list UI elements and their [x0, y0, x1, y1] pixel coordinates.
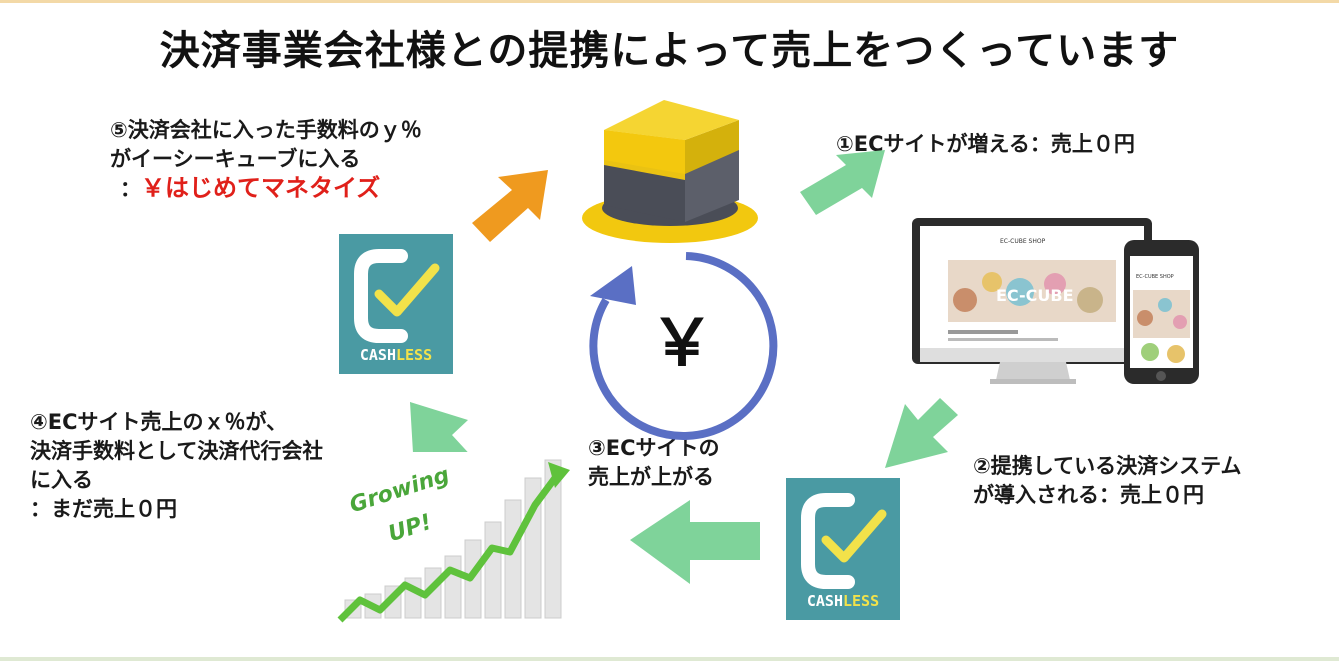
cashless-prefix: CASH [359, 346, 396, 364]
orange-arrow-icon [472, 170, 548, 242]
step5-highlight: ￥はじめてマネタイズ [141, 174, 381, 202]
cashless-logo-icon: CASHLESS [339, 234, 453, 374]
cashless-label: CASHLESS [339, 346, 453, 364]
cashless-logo-icon: CASHLESS [786, 478, 900, 620]
green-arrow-icon [630, 500, 760, 584]
step5-line2: がイーシーキューブに入る [110, 147, 361, 171]
cashless-suffix: LESS [843, 592, 880, 610]
top-border [0, 0, 1339, 3]
step4-line3: に入る [30, 468, 93, 492]
step3-text: ③ECサイトの 売上が上がる [588, 434, 720, 492]
step5-line3: ：￥はじめてマネタイズ [110, 174, 422, 204]
ec-cube-hat-icon [582, 100, 758, 243]
green-arrow-icon [800, 150, 885, 215]
step4-line4: ：まだ売上０円 [30, 497, 177, 521]
step5-line1: ⑤決済会社に入った手数料のｙ％ [110, 118, 422, 142]
step4-line1: ④ECサイト売上のｘ％が、 [30, 410, 288, 434]
step5-prefix: ： [120, 177, 141, 201]
step5-text: ⑤決済会社に入った手数料のｙ％ がイーシーキューブに入る ：￥はじめてマネタイズ [110, 116, 422, 204]
cashless-c-check-icon [354, 249, 440, 343]
cashless-suffix: LESS [396, 346, 433, 364]
step4-line2: 決済手数料として決済代行会社 [30, 439, 324, 463]
bottom-border [0, 657, 1339, 661]
cashless-prefix: CASH [806, 592, 843, 610]
cashless-label: CASHLESS [786, 592, 900, 610]
page-title: 決済事業会社様との提携によって売上をつくっています [159, 28, 1180, 74]
cashless-c-check-icon [801, 493, 887, 589]
step2-line1: ②提携している決済システム [973, 454, 1242, 478]
step1-text: ①ECサイトが増える：売上０円 [836, 132, 1135, 156]
step3-line2: 売上が上がる [588, 465, 714, 489]
cycle-arrow-icon [589, 252, 778, 440]
step2-line2: が導入される：売上０円 [973, 483, 1204, 507]
growth-chart-icon [322, 452, 572, 648]
mobile-shop-name: EC-CUBE SHOP [1136, 274, 1174, 280]
devices-icon [912, 218, 1199, 384]
desktop-hero-text: EC-CUBE [996, 286, 1074, 305]
green-arrow-icon [885, 398, 958, 468]
desktop-shop-name: EC-CUBE SHOP [1000, 238, 1046, 245]
step2-text: ②提携している決済システム が導入される：売上０円 [973, 452, 1242, 510]
yen-symbol: ￥ [650, 307, 714, 381]
step4-text: ④ECサイト売上のｘ％が、 決済手数料として決済代行会社 に入る ：まだ売上０円 [30, 408, 323, 524]
step3-line1: ③ECサイトの [588, 436, 720, 460]
